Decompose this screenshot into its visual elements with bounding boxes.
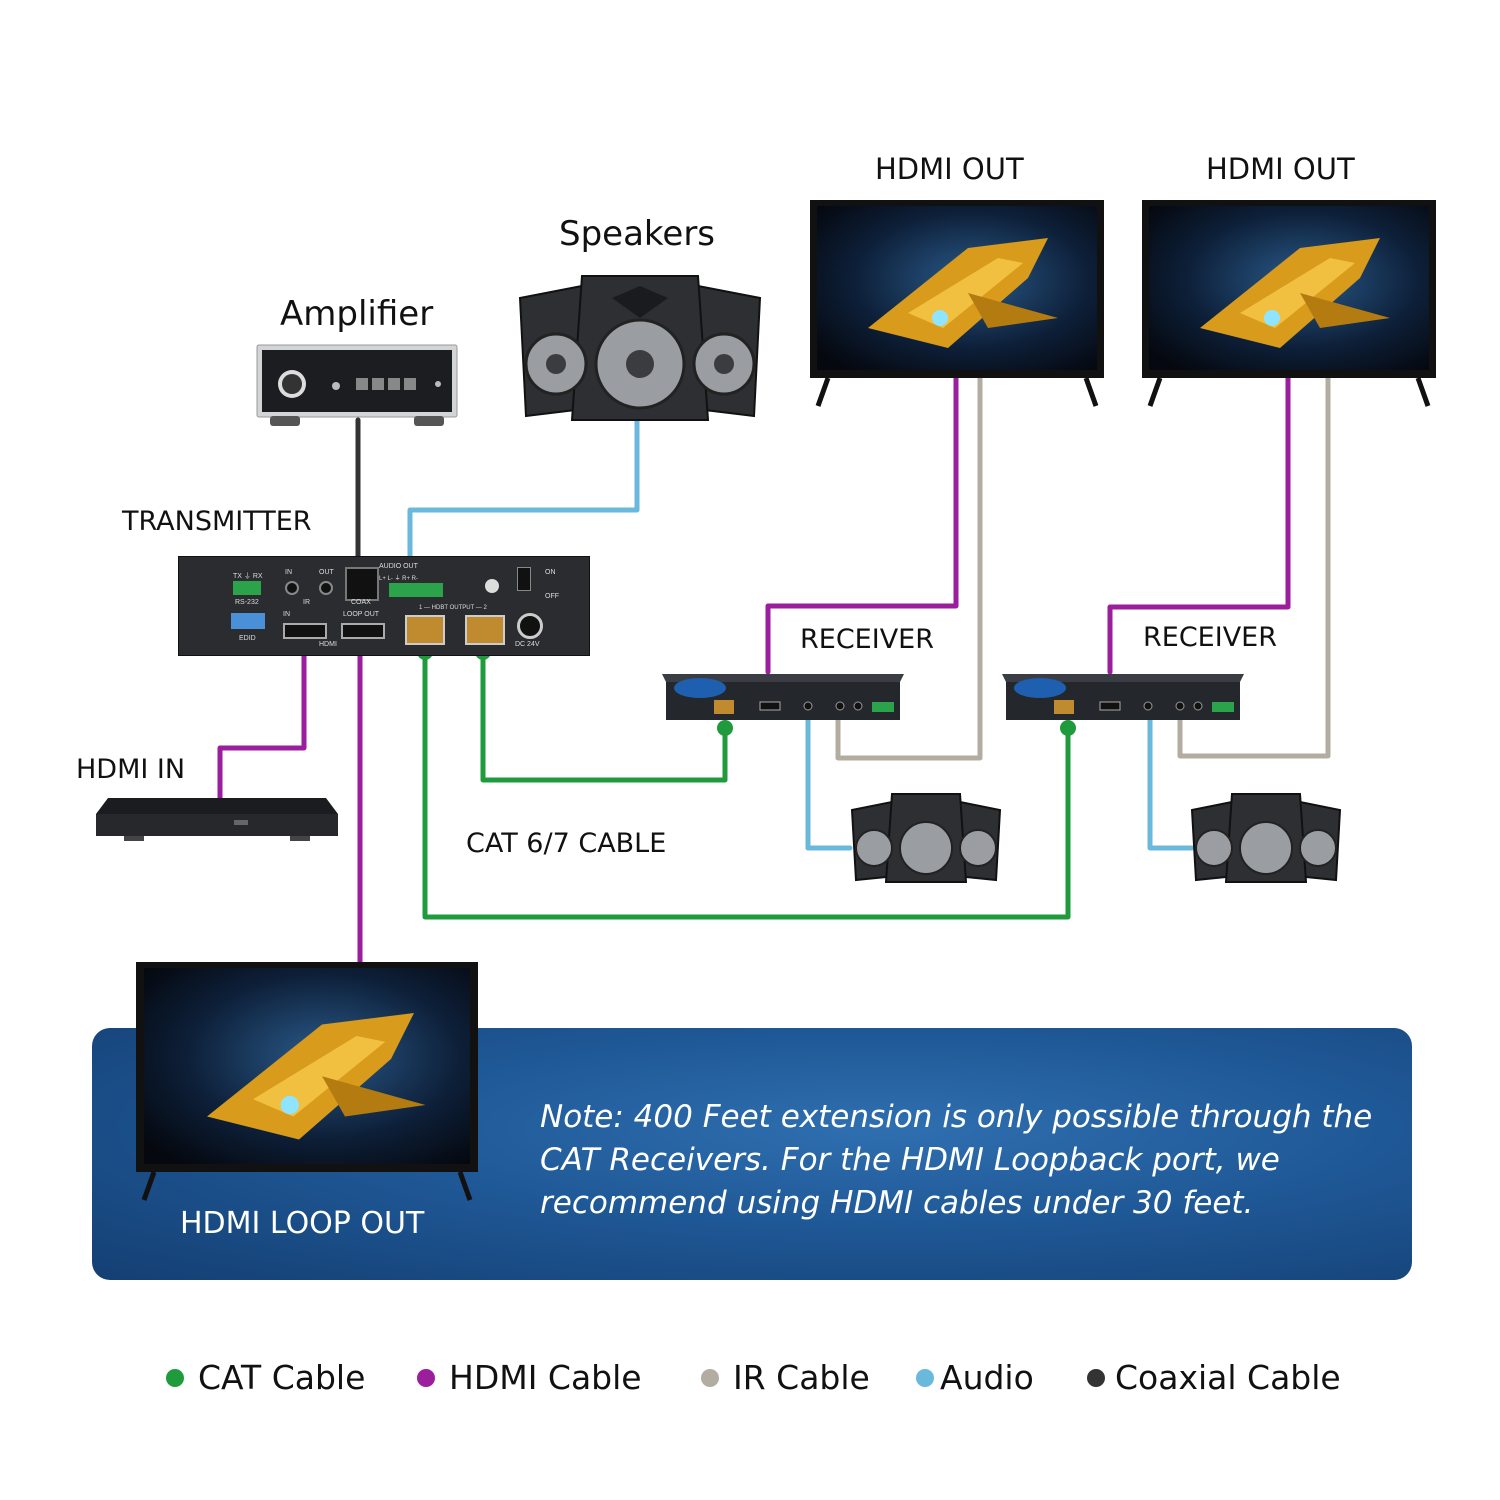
speakers-main — [518, 275, 762, 421]
transmitter-device: TX ⏚ RX RS-232 EDID IN OUT IR COAX AUDIO… — [178, 556, 590, 656]
power-off-label: OFF — [545, 593, 559, 600]
hdmi-cable-input — [217, 647, 307, 803]
ir-out-port[interactable] — [319, 581, 333, 595]
audio-pins-label: L+ L- ⏚ R+ R- — [379, 576, 419, 582]
dvd-player-device — [96, 798, 338, 841]
cat-cable-label: CAT 6/7 CABLE — [466, 828, 667, 859]
legend-label-audio: Audio — [940, 1358, 1034, 1397]
transmitter-label: TRANSMITTER — [122, 506, 312, 537]
ir-label: IR — [303, 599, 310, 606]
speakers-receiver-2 — [1190, 793, 1342, 883]
legend-item-cat: CAT Cable — [166, 1358, 365, 1397]
hdmi-in-label: HDMI IN — [76, 754, 186, 785]
legend-dot-audio — [916, 1368, 934, 1387]
legend-label-cat: CAT Cable — [198, 1358, 366, 1397]
audio-cable-receiver-1 — [805, 717, 853, 851]
audio-out-port[interactable] — [389, 583, 443, 597]
legend-label-coax: Coaxial Cable — [1115, 1358, 1341, 1397]
amplifier-label: Amplifier — [280, 294, 434, 334]
tv-hdmi-out-2 — [1142, 200, 1436, 407]
hdmi-loop-out-label: HDMI LOOP OUT — [180, 1206, 425, 1241]
tv-hdmi-out-1 — [810, 200, 1104, 407]
hdmi-in-label: IN — [283, 611, 290, 618]
hdmi-out-2-label: HDMI OUT — [1206, 152, 1355, 186]
legend-label-ir: IR Cable — [733, 1358, 870, 1397]
legend: CAT Cable HDMI Cable IR Cable Audio Coax… — [0, 1358, 1500, 1398]
audio-cable-main — [407, 417, 640, 578]
receiver-1-device — [662, 674, 904, 720]
receiver-1-label: RECEIVER — [800, 624, 934, 655]
rs232-port[interactable] — [233, 581, 261, 595]
audio-cable-receiver-2 — [1147, 717, 1195, 851]
hdbt-output-label: 1 — HDBT OUTPUT — 2 — [419, 605, 487, 611]
ir-cable-receiver-2 — [1177, 375, 1331, 759]
hdmi-cable-receiver-2 — [1107, 375, 1291, 675]
tx-rx-label: TX ⏚ RX — [233, 573, 263, 580]
dc-power-port[interactable] — [517, 613, 543, 639]
ir-in-label: IN — [285, 569, 292, 576]
hdmi-group-label: HDMI — [319, 641, 337, 648]
legend-item-hdmi: HDMI Cable — [417, 1358, 642, 1397]
cat-cable-receiver-2 — [422, 647, 1071, 920]
legend-dot-cat — [166, 1368, 184, 1387]
power-on-label: ON — [545, 569, 556, 576]
cat-cable-receiver-1 — [480, 647, 728, 783]
ir-out-label: OUT — [319, 569, 334, 576]
coax-label: COAX — [351, 599, 371, 606]
legend-dot-hdmi — [417, 1368, 435, 1387]
legend-label-hdmi: HDMI Cable — [449, 1358, 642, 1397]
audio-out-label: AUDIO OUT — [379, 563, 418, 570]
amplifier-device — [256, 344, 458, 426]
legend-item-audio: Audio — [916, 1358, 1034, 1397]
legend-dot-ir — [701, 1368, 719, 1387]
hdmi-out-1-label: HDMI OUT — [875, 152, 1024, 186]
rs232-label: RS-232 — [235, 599, 259, 606]
hdbt-port-1[interactable] — [405, 615, 445, 645]
edid-label: EDID — [239, 635, 256, 642]
speakers-receiver-1 — [850, 793, 1002, 883]
loop-out-label: LOOP OUT — [343, 611, 380, 618]
power-switch[interactable] — [517, 567, 531, 591]
legend-dot-coax — [1087, 1368, 1105, 1387]
hdmi-in-port[interactable] — [283, 623, 327, 639]
hdmi-cable-receiver-1 — [765, 375, 959, 675]
coax-port[interactable] — [345, 567, 379, 601]
hdmi-loop-out-port[interactable] — [341, 623, 385, 639]
ir-cable-receiver-1 — [835, 375, 983, 761]
hdbt-port-2[interactable] — [465, 615, 505, 645]
edid-switch[interactable] — [231, 613, 265, 629]
note-text: Note: 400 Feet extension is only possibl… — [540, 1099, 1373, 1221]
dc-label: DC 24V — [515, 641, 540, 648]
speakers-label: Speakers — [559, 214, 716, 254]
ground-screw — [485, 579, 499, 593]
legend-item-coax: Coaxial Cable — [1087, 1358, 1341, 1397]
legend-item-ir: IR Cable — [701, 1358, 870, 1397]
tv-hdmi-loop-out — [136, 962, 478, 1201]
ir-in-port[interactable] — [285, 581, 299, 595]
receiver-2-label: RECEIVER — [1143, 622, 1277, 653]
receiver-2-device — [1002, 674, 1244, 720]
